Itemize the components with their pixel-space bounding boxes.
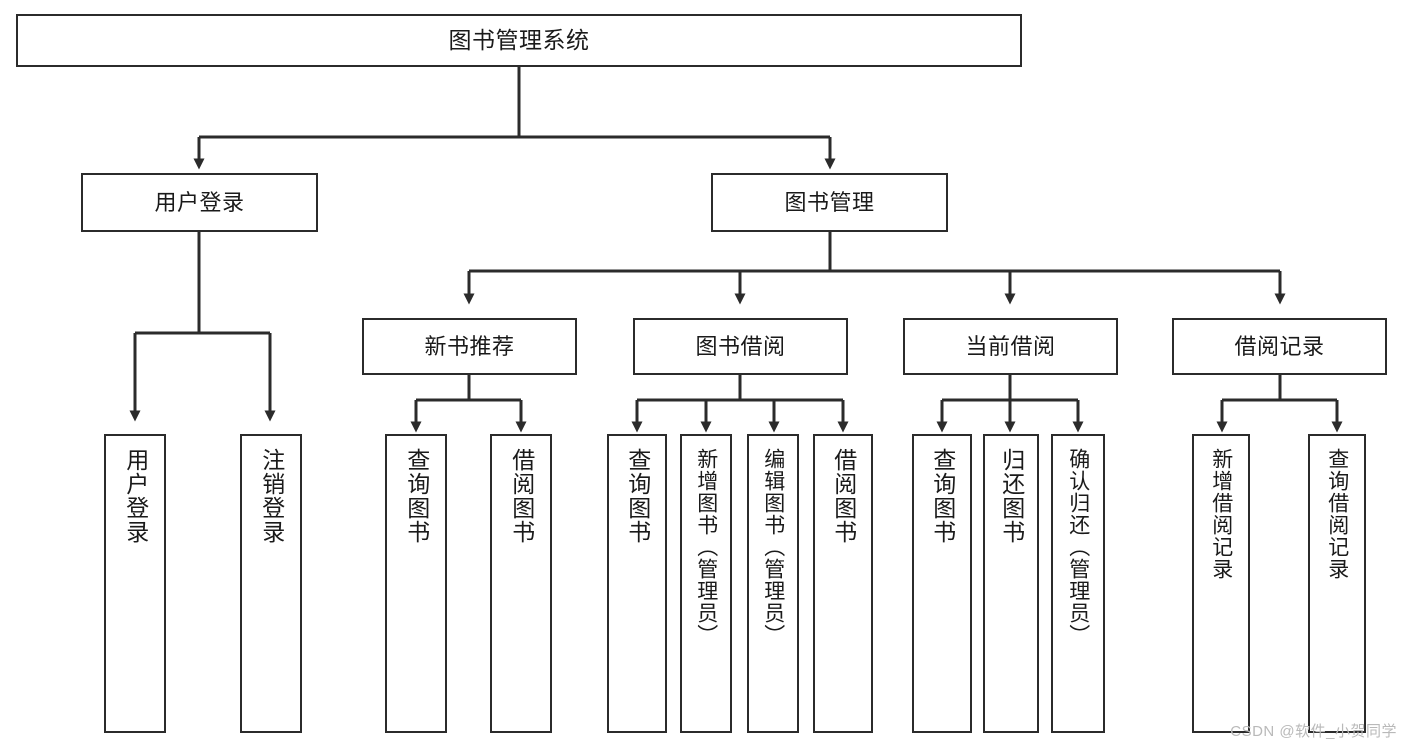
edge-group-current-borrow	[936, 375, 1084, 433]
edge-group-book-manage	[463, 232, 1286, 305]
node-label: 归还图书	[998, 448, 1025, 544]
node-label: 新增借阅记录	[1209, 448, 1233, 580]
edge-group-root	[193, 67, 836, 170]
leaf-query-borrow-record[interactable]: 查询借阅记录	[1308, 434, 1366, 733]
edge-group-new-book	[410, 375, 527, 433]
node-label: 借阅图书	[508, 448, 535, 544]
node-book-management[interactable]: 图书管理	[711, 173, 948, 232]
leaf-add-borrow-record[interactable]: 新增借阅记录	[1192, 434, 1250, 733]
node-label: 编辑图书（管理员）	[761, 448, 785, 646]
node-label: 图书借阅	[695, 333, 786, 359]
leaf-confirm-return-admin[interactable]: 确认归还（管理员）	[1051, 434, 1105, 733]
leaf-edit-book-admin[interactable]: 编辑图书（管理员）	[747, 434, 799, 733]
node-root-system[interactable]: 图书管理系统	[16, 14, 1022, 67]
node-label: 用户登录	[122, 448, 149, 544]
node-current-borrow[interactable]: 当前借阅	[903, 318, 1118, 375]
node-user-login[interactable]: 用户登录	[81, 173, 318, 232]
node-label: 用户登录	[154, 189, 245, 215]
leaf-logout[interactable]: 注销登录	[240, 434, 302, 733]
leaf-user-login[interactable]: 用户登录	[104, 434, 166, 733]
edge-group-borrow-record	[1216, 375, 1343, 433]
node-label: 查询图书	[929, 448, 956, 544]
node-label: 借阅图书	[830, 448, 857, 544]
node-label: 查询借阅记录	[1325, 448, 1349, 580]
node-borrow-record[interactable]: 借阅记录	[1172, 318, 1387, 375]
node-label: 确认归还（管理员）	[1066, 448, 1090, 646]
leaf-borrow-book-recommend[interactable]: 借阅图书	[490, 434, 552, 733]
node-label: 图书管理	[784, 189, 875, 215]
node-label: 查询图书	[403, 448, 430, 544]
leaf-query-book-recommend[interactable]: 查询图书	[385, 434, 447, 733]
leaf-return-book[interactable]: 归还图书	[983, 434, 1039, 733]
node-label: 当前借阅	[965, 333, 1056, 359]
node-new-book-recommend[interactable]: 新书推荐	[362, 318, 577, 375]
leaf-add-book-admin[interactable]: 新增图书（管理员）	[680, 434, 732, 733]
node-label: 借阅记录	[1234, 333, 1325, 359]
leaf-borrow-book[interactable]: 借阅图书	[813, 434, 873, 733]
node-label: 查询图书	[624, 448, 651, 544]
edge-group-user-login	[129, 232, 276, 422]
node-label: 新增图书（管理员）	[694, 448, 718, 646]
node-book-borrow[interactable]: 图书借阅	[633, 318, 848, 375]
node-label: 新书推荐	[424, 333, 515, 359]
leaf-query-book-current[interactable]: 查询图书	[912, 434, 972, 733]
edge-group-borrow	[631, 375, 849, 433]
node-label: 注销登录	[258, 448, 285, 544]
leaf-query-book-borrow[interactable]: 查询图书	[607, 434, 667, 733]
node-label: 图书管理系统	[448, 26, 590, 53]
